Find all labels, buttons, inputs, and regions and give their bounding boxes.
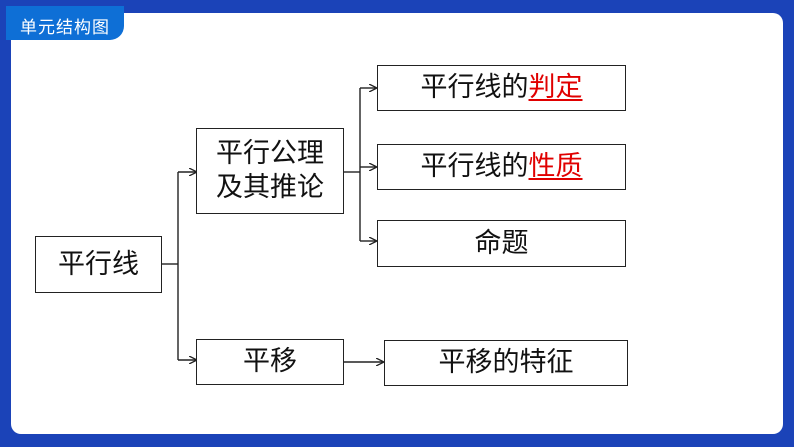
leaf-proposition-label: 命题 [474, 227, 529, 259]
leaf-judge-highlight: 判定 [528, 72, 583, 103]
leaf-property-highlight: 性质 [528, 151, 583, 182]
branch-translation: 平移 [196, 339, 344, 385]
section-title-tab: 单元结构图 [6, 6, 124, 40]
root-node: 平行线 [35, 236, 162, 293]
leaf-translation-feature: 平移的特征 [384, 340, 628, 386]
branch-b-label: 平移 [243, 346, 297, 377]
branch-a-line2: 及其推论 [216, 172, 324, 203]
leaf-judge-prefix: 平行线的 [420, 72, 529, 103]
leaf-translation-label: 平移的特征 [438, 347, 574, 378]
leaf-property-prefix: 平行线的 [420, 151, 529, 182]
leaf-judge: 平行线的判定 [377, 65, 626, 111]
leaf-proposition: 命题 [377, 220, 626, 267]
branch-a-line1: 平行公理 [216, 138, 324, 169]
section-title: 单元结构图 [20, 18, 110, 38]
branch-parallel-axiom: 平行公理 及其推论 [196, 128, 344, 214]
root-label: 平行线 [58, 248, 139, 280]
leaf-property: 平行线的性质 [377, 144, 626, 190]
